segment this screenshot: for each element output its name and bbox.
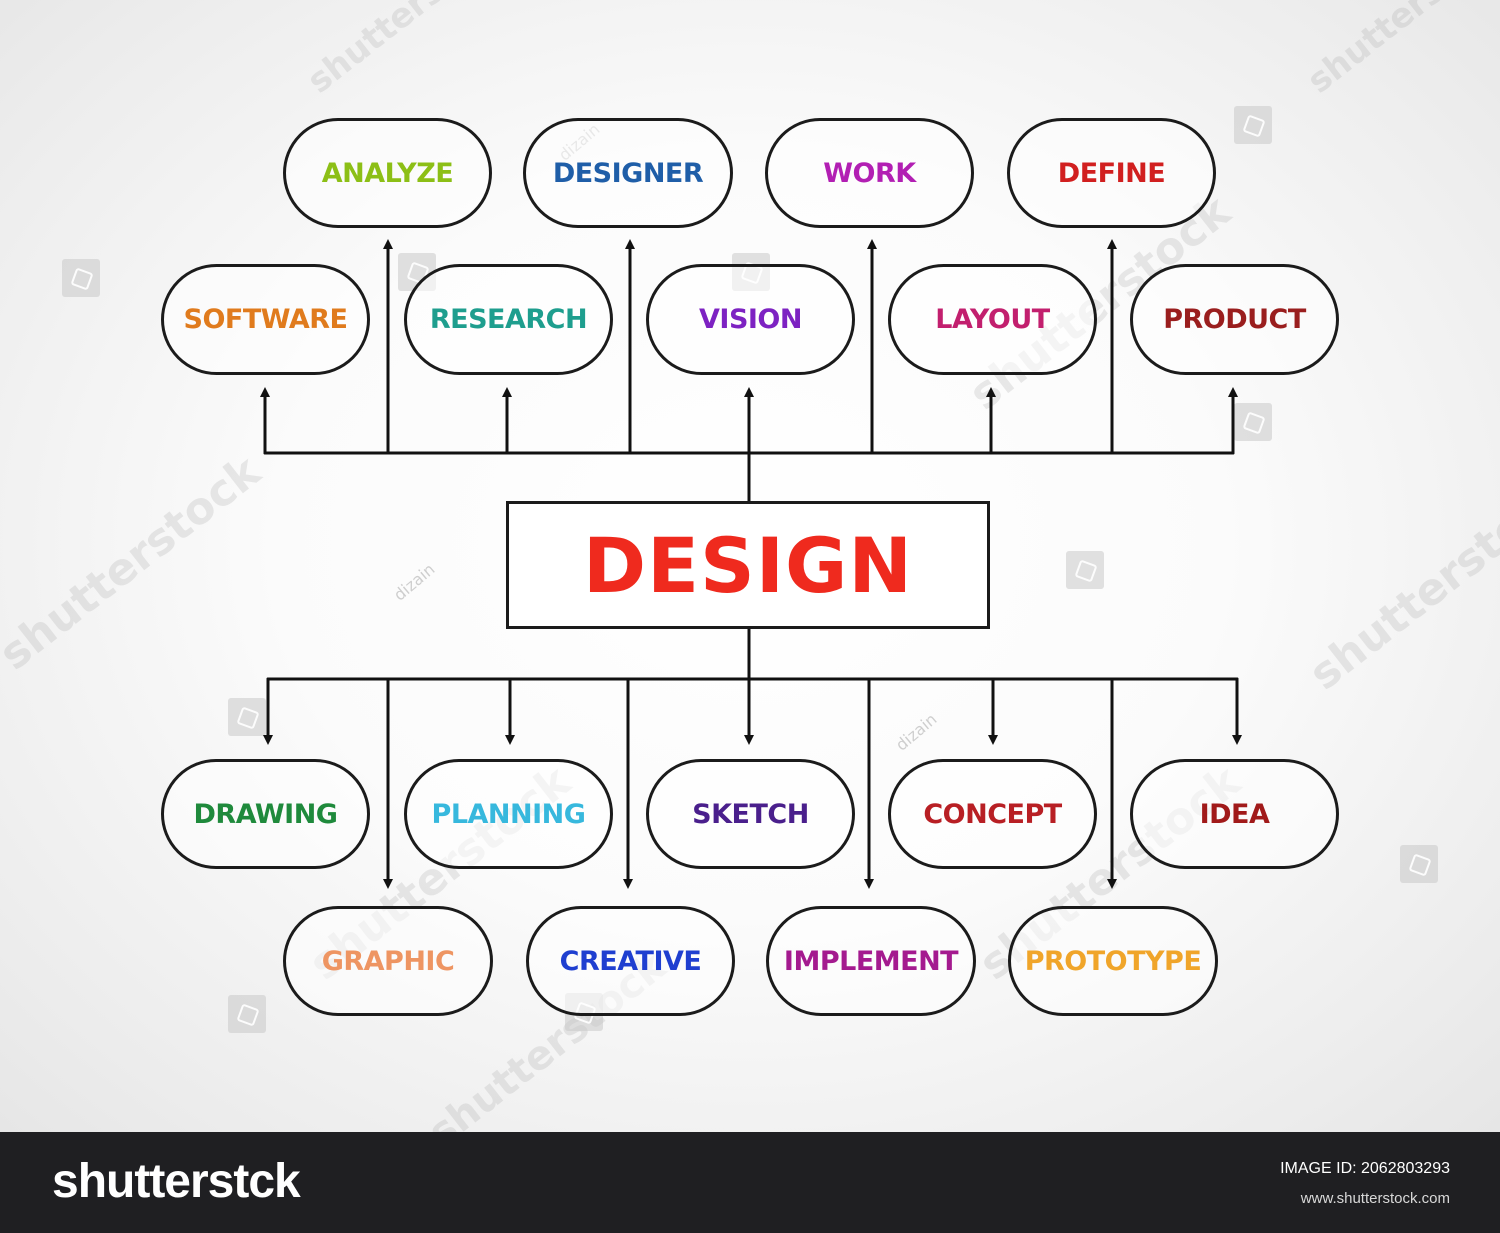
watermark-icon [62,259,100,297]
footer-url: www.shutterstock.com [1300,1190,1450,1207]
connector-lines [260,239,1242,889]
image-id: IMAGE ID: 2062803293 [1280,1160,1450,1177]
node-concept: CONCEPT [888,759,1097,869]
node-vision: VISION [646,264,855,375]
node-work: WORK [765,118,974,228]
node-product: PRODUCT [1130,264,1339,375]
watermark-icon [1400,845,1438,883]
node-analyze: ANALYZE [283,118,492,228]
node-sketch: SKETCH [646,759,855,869]
node-software: SOFTWARE [161,264,370,375]
node-define: DEFINE [1007,118,1216,228]
node-layout: LAYOUT [888,264,1097,375]
footer-bar: shutterstck IMAGE ID: 2062803293 www.shu… [0,1132,1500,1233]
watermark-icon [1234,403,1272,441]
node-research: RESEARCH [404,264,613,375]
node-implement: IMPLEMENT [766,906,976,1016]
node-planning: PLANNING [404,759,613,869]
diagram-canvas: shutterstock shutterstock shutterstock s… [0,0,1500,1132]
node-drawing: DRAWING [161,759,370,869]
node-graphic: GRAPHIC [283,906,493,1016]
watermark-icon [1234,106,1272,144]
node-creative: CREATIVE [526,906,735,1016]
watermark-icon [228,698,266,736]
node-designer: DESIGNER [523,118,733,228]
shutterstock-logo: shutterstck [52,1155,301,1208]
center-node: DESIGN [506,501,990,629]
watermark-icon [228,995,266,1033]
node-prototype: PROTOTYPE [1008,906,1218,1016]
node-idea: IDEA [1130,759,1339,869]
center-title: DESIGN [582,520,913,610]
watermark-icon [1066,551,1104,589]
